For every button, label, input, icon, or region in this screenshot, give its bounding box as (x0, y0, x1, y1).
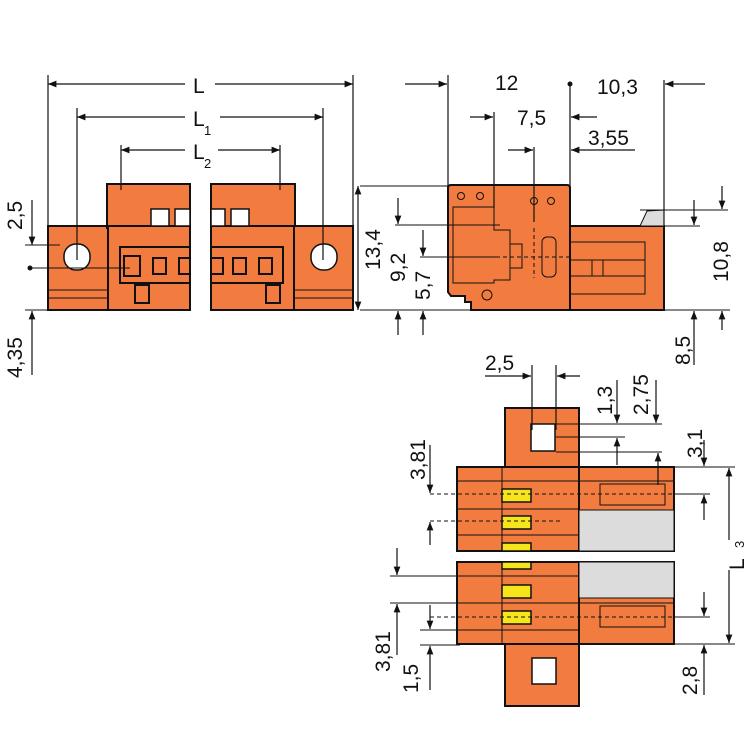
contact (501, 561, 532, 570)
dim-2-5: 2,5 (4, 201, 27, 230)
dim-1-5: 1,5 (400, 664, 423, 693)
bottom-view: 2,5 1,3 2,75 3,1 3,81 L 3 3,81 1,5 2,8 (372, 352, 749, 707)
dim-3-55: 3,55 (588, 127, 629, 150)
dim-10-3: 10,3 (597, 76, 638, 99)
dim-L2: L (193, 141, 205, 164)
dim-1-3: 1,3 (594, 386, 617, 415)
square-hole (530, 423, 556, 452)
mounting-hole (310, 243, 338, 271)
dim-9-2: 9,2 (387, 253, 410, 282)
contact (501, 515, 532, 530)
dim-L2-subscript: 2 (204, 156, 211, 171)
dim-L3-subscript: 3 (732, 541, 747, 548)
dim-L1-subscript: 1 (204, 123, 211, 138)
dim-8-5: 8,5 (672, 336, 695, 365)
dim-3-81-top: 3,81 (407, 439, 430, 480)
front-right-half (210, 183, 354, 311)
contact (501, 488, 532, 503)
dim-5-7: 5,7 (412, 271, 435, 300)
dim-L1: L (193, 108, 205, 131)
contact (501, 584, 532, 599)
dim-L: L (193, 75, 205, 98)
dim-7-5: 7,5 (517, 107, 546, 130)
dim-12: 12 (495, 72, 518, 95)
dim-13-4: 13,4 (362, 229, 385, 270)
dim-3-1: 3,1 (684, 429, 707, 458)
contact (501, 542, 532, 552)
dim-2-8: 2,8 (679, 666, 702, 695)
front-left-half (47, 183, 191, 311)
dim-10-8: 10,8 (710, 241, 733, 282)
dim-L3: L (726, 558, 749, 570)
dim-4-35: 4,35 (4, 337, 27, 378)
dim-bottom-2-5: 2,5 (485, 352, 514, 375)
dim-3-81-bottom: 3,81 (372, 631, 395, 672)
square-hole (531, 657, 557, 685)
dim-2-75: 2,75 (630, 374, 653, 415)
side-view: 12 10,3 7,5 3,55 13,4 9,2 5,7 10,8 8,5 (354, 72, 733, 365)
front-view: L L 1 L 2 2,5 4,35 (4, 75, 354, 378)
